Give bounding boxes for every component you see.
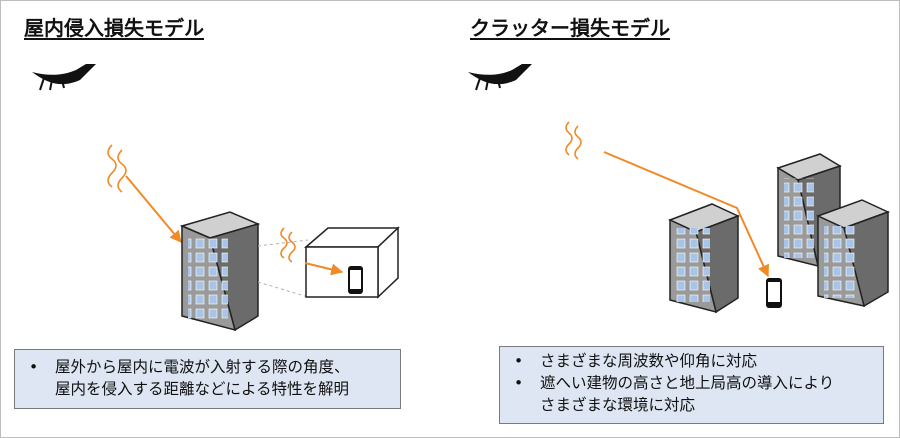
radio-wave-icon: [280, 227, 296, 263]
radio-wave-icon: [107, 144, 127, 193]
office-building: [179, 211, 261, 332]
bullet-mark: •: [514, 374, 524, 392]
building-projection-lines: [257, 239, 309, 298]
indoor-signal-arrow: [304, 262, 344, 276]
bullet-mark: •: [29, 358, 39, 376]
airplane-icon: [32, 64, 96, 91]
note-line: さまざまな周波数や仰角に対応: [540, 352, 758, 370]
indoor-loss-title: 屋内侵入損失モデル: [24, 16, 204, 40]
smartphone-icon: [766, 278, 782, 308]
note-line: 屋内を侵入する距離などによる特性を解明: [55, 380, 350, 398]
clutter-building-left: [668, 203, 740, 314]
airplane-icon: [468, 64, 532, 91]
bullet-item: • さまざまな周波数や仰角に対応: [514, 350, 875, 372]
bullet-item: • 屋外から屋内に電波が入射する際の角度、: [29, 356, 392, 378]
room-box: [303, 226, 400, 299]
signal-arrow: [125, 175, 182, 243]
indoor-loss-description: • 屋外から屋内に電波が入射する際の角度、 屋内を侵入する距離などによる特性を解…: [14, 349, 401, 409]
clutter-building-right: [816, 199, 890, 308]
note-line: 遮へい建物の高さと地上局高の導入により: [540, 374, 835, 392]
note-line: 屋外から屋内に電波が入射する際の角度、: [55, 358, 350, 376]
clutter-loss-title: クラッター損失モデル: [470, 16, 670, 40]
smartphone-icon: [348, 266, 363, 294]
clutter-loss-description: • さまざまな周波数や仰角に対応 • 遮へい建物の高さと地上局高の導入により さ…: [499, 346, 884, 424]
radio-wave-icon: [565, 121, 582, 160]
clutter-signal-path: [603, 151, 769, 278]
bullet-mark: •: [514, 352, 524, 370]
bullet-item: • 遮へい建物の高さと地上局高の導入により: [514, 372, 875, 394]
note-line: さまざまな環境に対応: [540, 396, 696, 414]
